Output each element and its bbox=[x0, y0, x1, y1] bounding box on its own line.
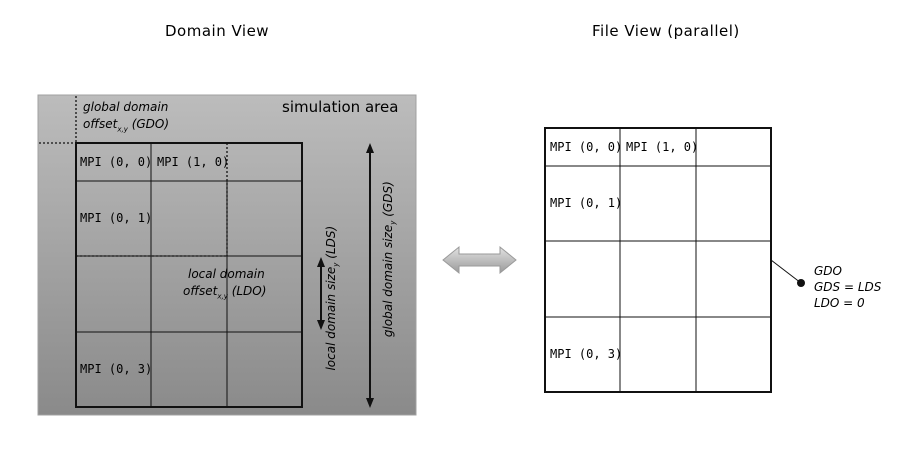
ldo-label-line2: offsetx,y (LDO) bbox=[183, 284, 267, 301]
file-cell-mpi-0-1: MPI (0, 1) bbox=[550, 196, 623, 210]
note-ldo-zero: LDO = 0 bbox=[814, 296, 865, 310]
file-view-title: File View (parallel) bbox=[592, 22, 740, 40]
transfer-double-arrow bbox=[442, 245, 517, 275]
domain-cell-mpi-1-0: MPI (1, 0) bbox=[157, 155, 230, 169]
domain-cell-mpi-0-1: MPI (0, 1) bbox=[80, 211, 153, 225]
domain-view-title: Domain View bbox=[165, 22, 270, 40]
gds-label: global domain sizey (GDS) bbox=[380, 181, 398, 338]
domain-cell-mpi-0-3: MPI (0, 3) bbox=[80, 362, 153, 376]
ldo-label-line1: local domain bbox=[188, 267, 265, 281]
simulation-area-label: simulation area bbox=[282, 98, 399, 116]
gdo-label-line2: offsetx,y (GDO) bbox=[83, 117, 170, 134]
gdo-label-line1: global domain bbox=[83, 100, 169, 114]
file-cell-mpi-0-0: MPI (0, 0) bbox=[550, 140, 623, 154]
lds-arrow bbox=[317, 257, 325, 330]
note-leader bbox=[770, 259, 805, 287]
note-gdo: GDO bbox=[814, 264, 842, 278]
note-gds-lds: GDS = LDS bbox=[814, 280, 882, 294]
lds-label: local domain sizey (LDS) bbox=[323, 225, 341, 371]
file-cell-mpi-0-3: MPI (0, 3) bbox=[550, 347, 623, 361]
file-cell-mpi-1-0: MPI (1, 0) bbox=[626, 140, 699, 154]
domain-grid bbox=[75, 142, 303, 408]
domain-cell-mpi-0-0: MPI (0, 0) bbox=[80, 155, 153, 169]
gds-arrow bbox=[366, 143, 374, 408]
